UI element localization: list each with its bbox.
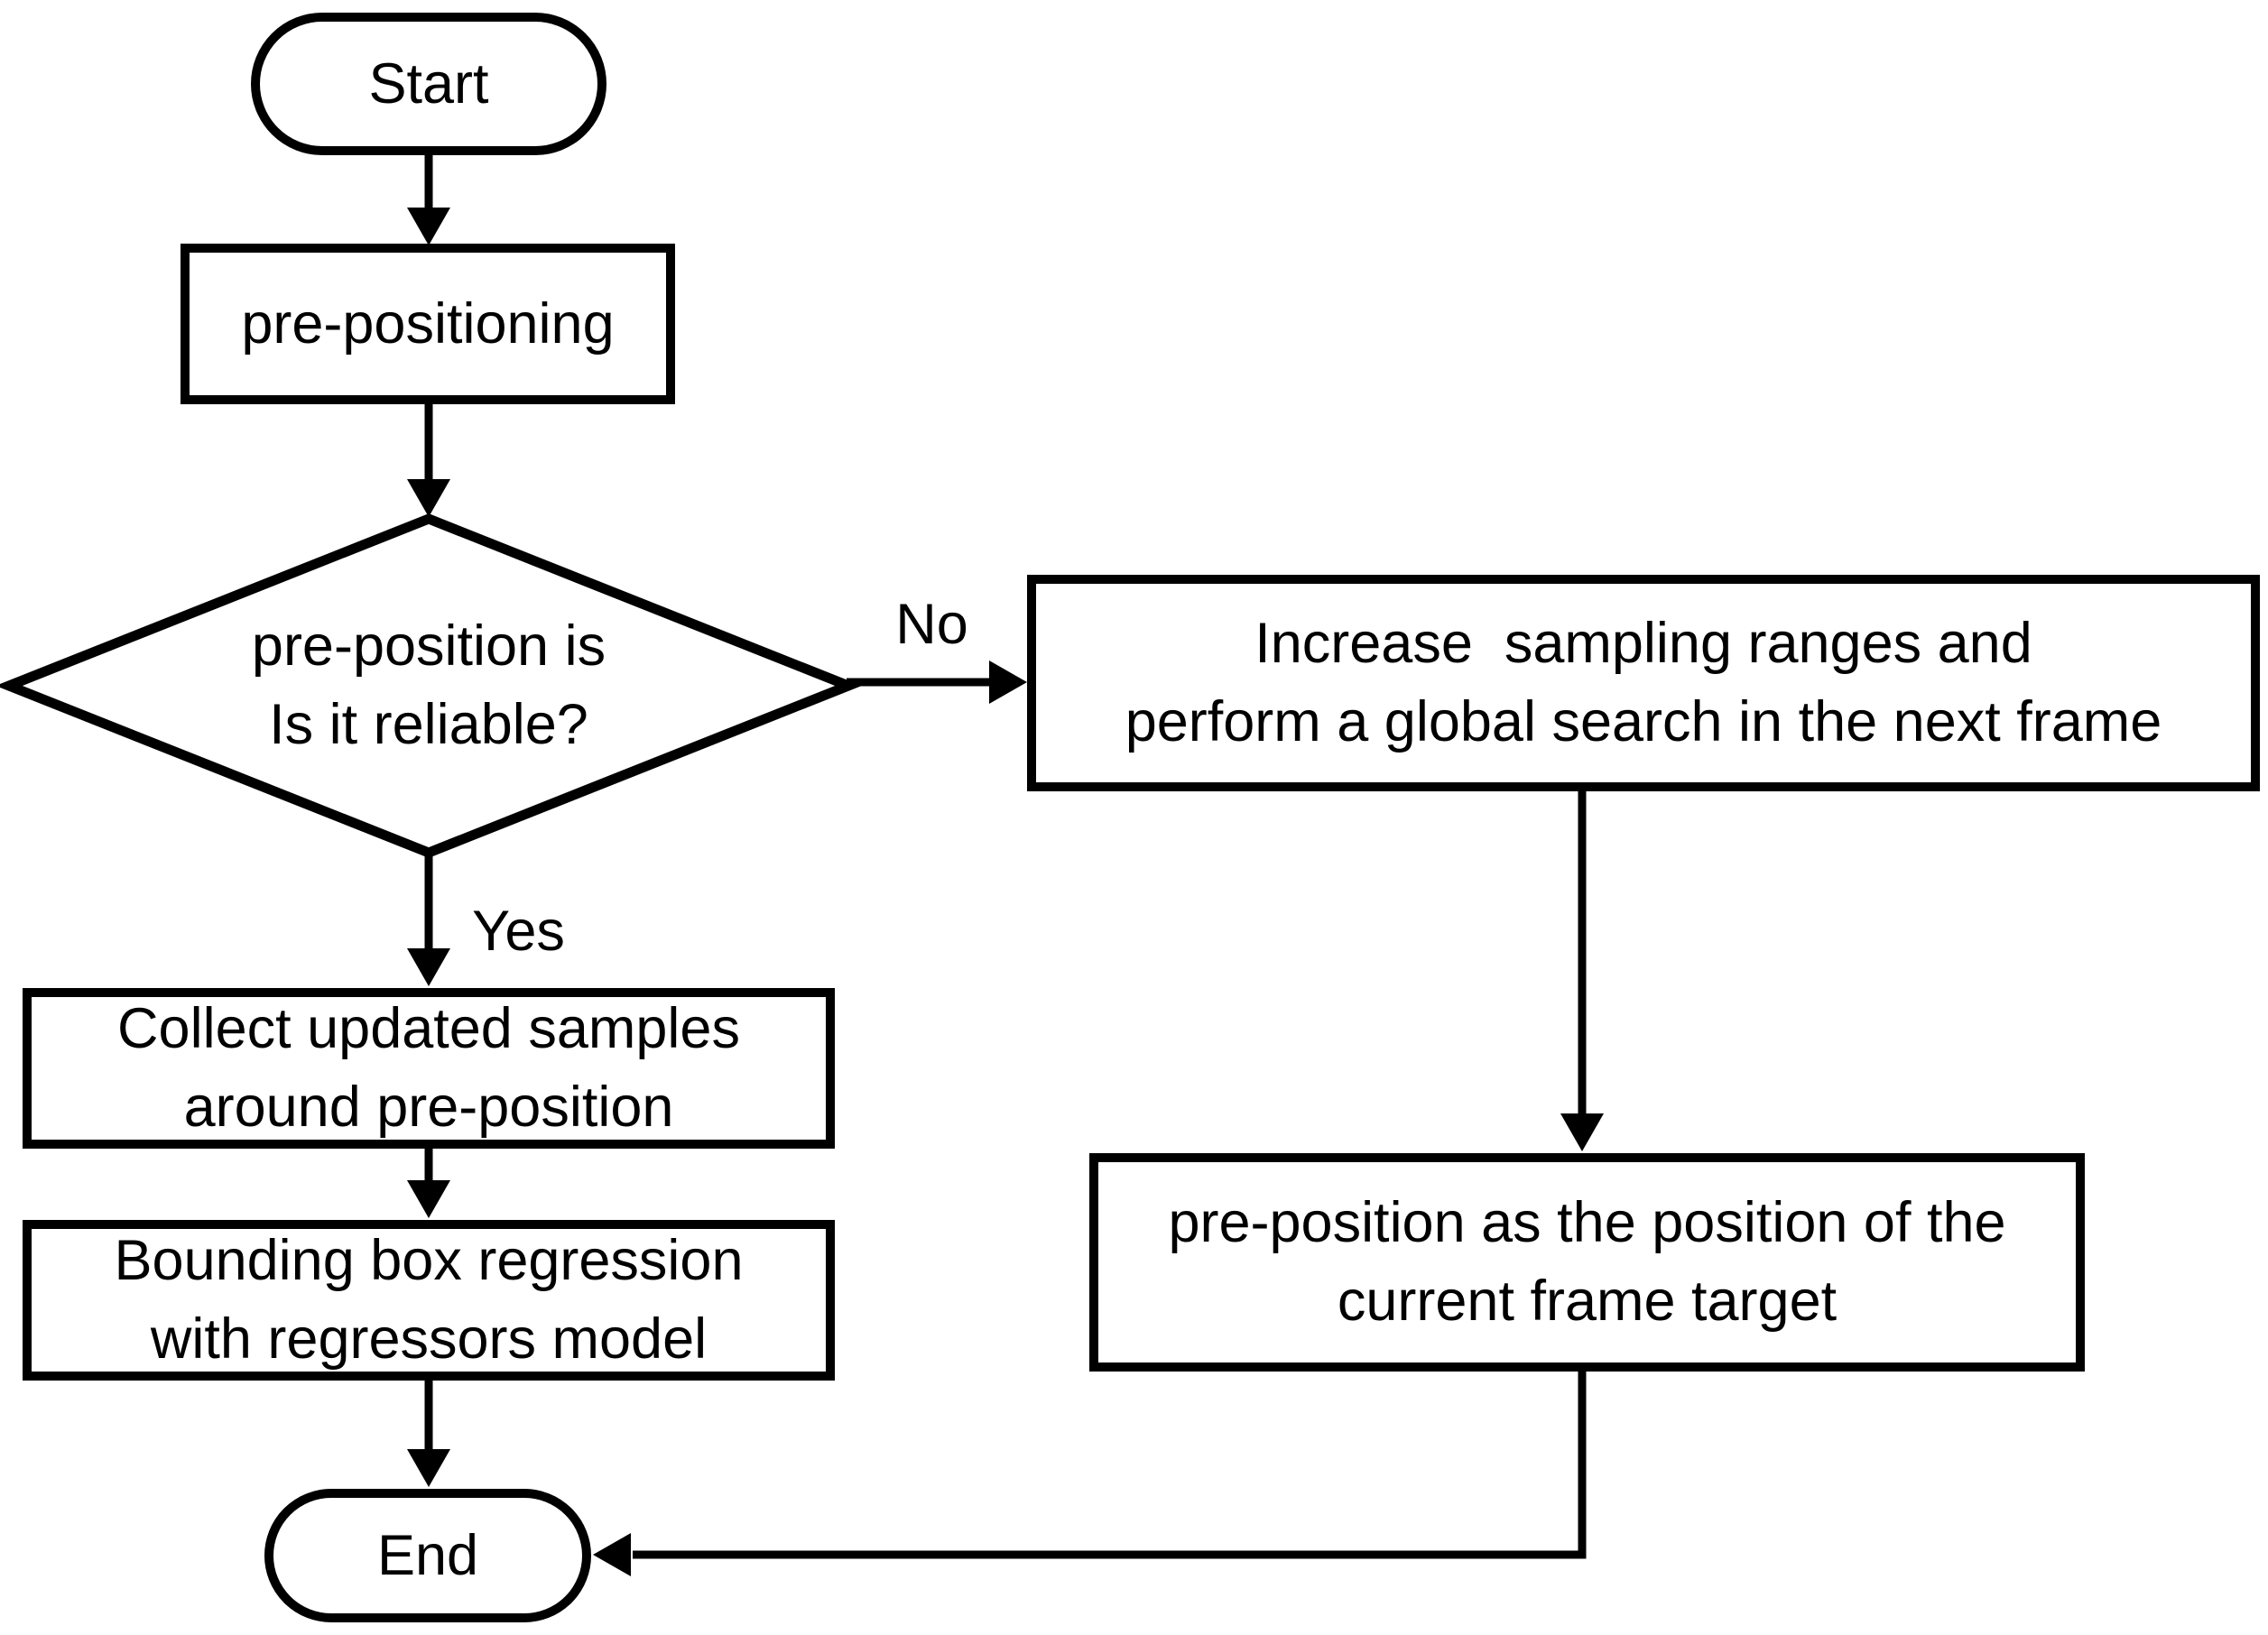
reliability-decision-label: pre-position is Is it reliable? bbox=[251, 614, 606, 756]
pre-position-as-target-node: pre-position as the position of the curr… bbox=[1089, 1153, 2085, 1372]
collect-samples-node-label: Collect updated samples around pre-posit… bbox=[117, 997, 740, 1139]
end-node-label: End bbox=[376, 1523, 479, 1587]
arrow-collect-to-bbox bbox=[407, 1148, 450, 1218]
arrow-target-to-end bbox=[593, 1370, 1587, 1576]
arrow-decision-yes bbox=[407, 853, 450, 986]
arrow-bbox-to-end bbox=[407, 1381, 450, 1487]
arrow-prepositioning-to-decision bbox=[407, 404, 450, 517]
bounding-box-regression-node-label: Bounding box regression with regressors … bbox=[114, 1229, 744, 1371]
edge-label-no: No bbox=[895, 593, 968, 657]
edge-label-yes: Yes bbox=[472, 900, 565, 964]
pre-positioning-node: pre-positioning bbox=[181, 244, 675, 404]
reliability-decision-node: pre-position is Is it reliable? bbox=[122, 577, 736, 794]
increase-sampling-node: Increase sampling ranges and perform a g… bbox=[1027, 575, 2260, 791]
arrow-start-to-prepositioning bbox=[407, 155, 450, 245]
start-node: Start bbox=[251, 13, 606, 155]
arrow-decision-no bbox=[847, 660, 1027, 704]
start-node-label: Start bbox=[368, 51, 489, 115]
pre-position-as-target-node-label: pre-position as the position of the curr… bbox=[1168, 1191, 2006, 1333]
bounding-box-regression-node: Bounding box regression with regressors … bbox=[23, 1220, 835, 1381]
end-node: End bbox=[264, 1489, 591, 1622]
pre-positioning-node-label: pre-positioning bbox=[241, 291, 615, 356]
arrow-increase-to-target bbox=[1560, 790, 1604, 1151]
increase-sampling-node-label: Increase sampling ranges and perform a g… bbox=[1125, 612, 2162, 753]
collect-samples-node: Collect updated samples around pre-posit… bbox=[23, 988, 835, 1149]
